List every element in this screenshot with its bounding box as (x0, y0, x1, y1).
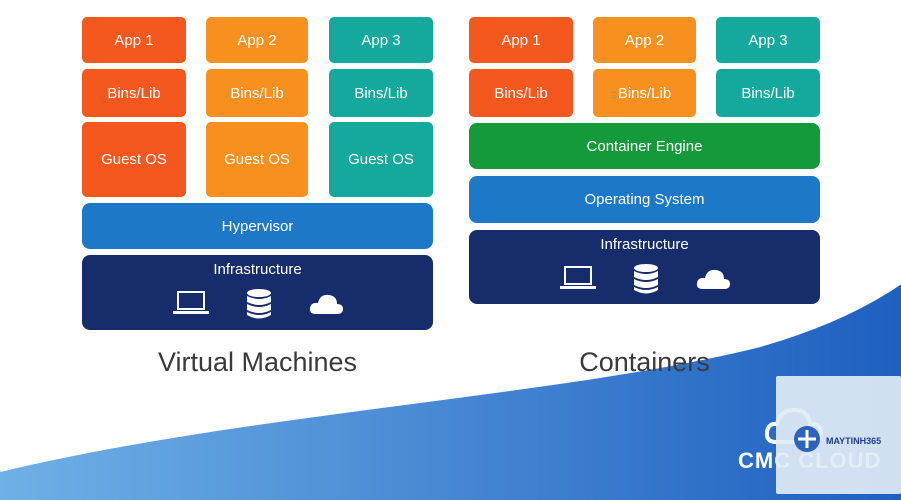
container-infrastructure-label: Infrastructure (600, 236, 689, 253)
vm-title: Virtual Machines (157, 347, 358, 377)
vm-hypervisor: Hypervisor (82, 203, 433, 249)
cloud-icon (309, 294, 343, 314)
container-bins-lib-2: Bins/Lib (593, 69, 696, 117)
vm-app-3: App 3 (329, 17, 433, 63)
watermark-logo-icon (794, 426, 820, 452)
vm-bins-lib-1: Bins/Lib (82, 69, 186, 117)
containers-title: Containers (579, 347, 710, 377)
vm-infrastructure: Infrastructure (82, 255, 433, 330)
vm-bins-lib-2: Bins/Lib (206, 69, 308, 117)
container-app-1: App 1 (469, 17, 573, 63)
vm-infrastructure-icons (172, 288, 344, 320)
vm-guest-os-1: Guest OS (82, 122, 186, 197)
container-app-2: App 2 (593, 17, 696, 63)
database-icon (246, 289, 271, 319)
container-bins-lib-1: Bins/Lib (469, 69, 573, 117)
container-app-3: App 3 (716, 17, 820, 63)
vm-bins-lib-3: Bins/Lib (329, 69, 433, 117)
container-engine: Container Engine (469, 123, 820, 169)
container-infrastructure: Infrastructure (469, 230, 820, 304)
container-infrastructure-icons (559, 263, 731, 295)
cloud-icon (696, 269, 730, 289)
vm-infrastructure-label: Infrastructure (213, 261, 302, 278)
vm-app-1: App 1 (82, 17, 186, 63)
container-bins-lib-3: Bins/Lib (716, 69, 820, 117)
vm-app-2: App 2 (206, 17, 308, 63)
vm-guest-os-3: Guest OS (329, 122, 433, 197)
container-operating-system: Operating System (469, 176, 820, 223)
database-icon (633, 264, 658, 294)
vm-guest-os-2: Guest OS (206, 122, 308, 197)
laptop-icon (559, 266, 596, 289)
watermark-text: MAYTINH365 (826, 436, 882, 446)
laptop-icon (172, 291, 209, 314)
